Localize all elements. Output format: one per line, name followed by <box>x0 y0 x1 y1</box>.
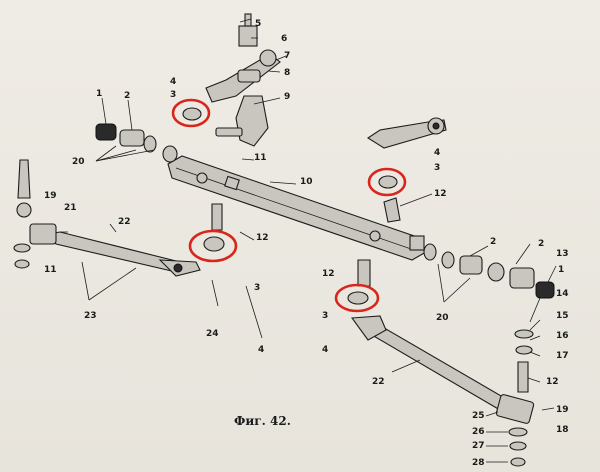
part-labels: 5 6 7 8 9 4 3 1 2 20 11 10 4 3 12 19 21 … <box>44 19 569 468</box>
part-label: 10 <box>300 177 313 187</box>
part-label: 21 <box>64 203 77 213</box>
pitman-arm-right <box>366 117 447 223</box>
part-label: 8 <box>284 68 290 78</box>
part-label: 28 <box>472 458 485 468</box>
part-label: 17 <box>556 351 569 361</box>
left-bushings <box>95 123 178 163</box>
part-label: 12 <box>546 377 559 387</box>
part-label: 4 <box>322 345 328 355</box>
part-label: 2 <box>124 91 130 101</box>
highlight-circle-lower <box>334 283 380 313</box>
leader-lines <box>60 18 557 463</box>
highlight-circle-top-left <box>171 98 211 128</box>
part-label: 13 <box>556 249 569 259</box>
part-label: 1 <box>96 89 102 99</box>
part-label: 6 <box>281 34 287 44</box>
part-label: 27 <box>472 441 485 451</box>
part-label: 3 <box>170 90 176 100</box>
center-link <box>167 155 427 261</box>
part-label: 26 <box>472 427 485 437</box>
right-bushings <box>423 243 555 299</box>
part-label: 24 <box>206 329 219 339</box>
part-label: 3 <box>254 283 260 293</box>
right-tie-rod <box>350 315 535 424</box>
highlight-circles <box>171 98 407 313</box>
part-label: 11 <box>254 153 267 163</box>
part-label: 2 <box>538 239 544 249</box>
part-label: 11 <box>44 265 57 275</box>
figure-caption: Фиг. 42. <box>234 414 291 428</box>
part-label: 23 <box>84 311 97 321</box>
ball-studs <box>13 159 534 467</box>
part-label: 1 <box>558 265 564 275</box>
part-label: 2 <box>490 237 496 247</box>
part-label: 12 <box>434 189 447 199</box>
part-label: 4 <box>434 148 440 158</box>
idler-arm-assembly-top <box>205 13 281 147</box>
part-label: 7 <box>284 51 290 61</box>
part-label: 20 <box>436 313 449 323</box>
part-label: 5 <box>255 19 261 29</box>
part-label: 25 <box>472 411 485 421</box>
part-label: 22 <box>118 217 131 227</box>
part-label: 20 <box>72 157 85 167</box>
left-tie-rod <box>29 223 201 277</box>
part-label: 18 <box>556 425 569 435</box>
ball-seats <box>182 107 398 305</box>
part-label: 14 <box>556 289 569 299</box>
part-label: 12 <box>256 233 269 243</box>
part-label: 3 <box>322 311 328 321</box>
part-label: 16 <box>556 331 569 341</box>
part-label: 22 <box>372 377 385 387</box>
part-label: 19 <box>44 191 57 201</box>
part-label: 4 <box>170 77 176 87</box>
part-label: 9 <box>284 92 290 102</box>
part-label: 4 <box>258 345 264 355</box>
part-label: 19 <box>556 405 569 415</box>
highlight-circle-center <box>188 229 238 263</box>
part-label: 15 <box>556 311 569 321</box>
part-label: 3 <box>434 163 440 173</box>
part-label: 12 <box>322 269 335 279</box>
highlight-circle-top-right <box>367 167 407 197</box>
